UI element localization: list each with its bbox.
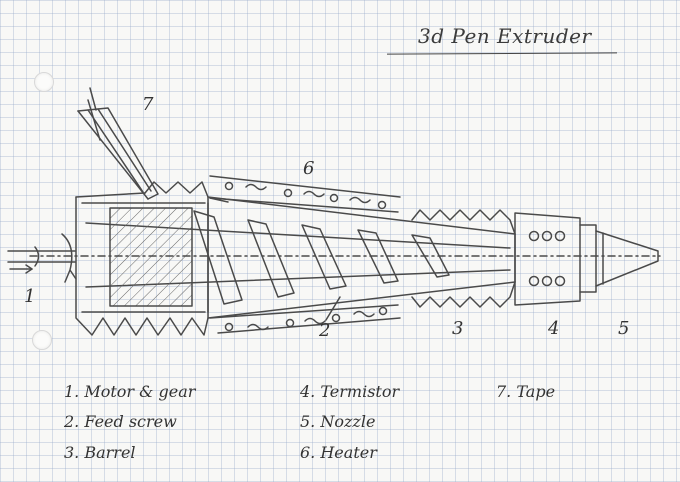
motor-housing xyxy=(75,181,209,336)
motor-gear xyxy=(109,207,193,307)
leader-line-6 xyxy=(209,197,229,203)
barrel-ring xyxy=(411,209,516,308)
heater-bottom xyxy=(209,304,401,334)
part-label-7: 7 xyxy=(142,94,154,115)
legend-item-5: 5. Nozzle xyxy=(300,412,376,431)
nozzle xyxy=(579,224,659,293)
part-label-3: 3 xyxy=(452,318,463,339)
legend-item-2: 2. Feed screw xyxy=(64,412,177,431)
filament-input xyxy=(7,233,77,283)
part-label-1: 1 xyxy=(24,286,35,307)
legend-item-7: 7. Tape xyxy=(496,382,556,401)
diagram-title: 3d Pen Extruder xyxy=(418,24,592,48)
part-label-2: 2 xyxy=(318,320,330,341)
part-label-5: 5 xyxy=(618,318,629,339)
legend-item-3: 3. Barrel xyxy=(64,443,136,462)
tape-strip xyxy=(77,87,159,200)
legend-item-4: 4. Termistor xyxy=(300,382,400,401)
part-label-4: 4 xyxy=(547,318,559,339)
heater-top xyxy=(209,175,401,213)
part-label-6: 6 xyxy=(303,158,314,179)
legend-item-1: 1. Motor & gear xyxy=(64,382,196,401)
leader-line-2 xyxy=(325,296,341,321)
feed-screw xyxy=(193,210,450,305)
thermistor-block xyxy=(514,212,581,306)
binder-hole-top xyxy=(34,72,54,92)
binder-hole-bottom xyxy=(32,330,52,350)
barrel-cone xyxy=(207,196,516,319)
legend-item-6: 6. Heater xyxy=(300,443,377,462)
